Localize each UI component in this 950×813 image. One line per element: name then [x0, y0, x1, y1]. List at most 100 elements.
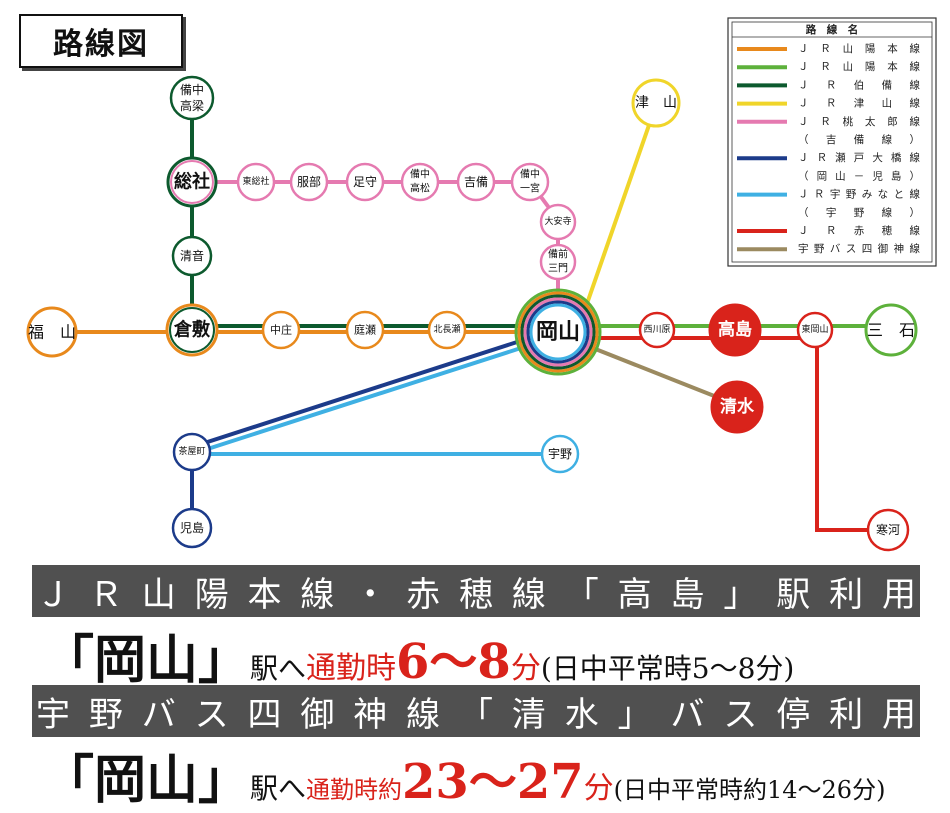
band-char: 水: [564, 694, 599, 735]
station-hattori: 服部: [289, 162, 329, 202]
band-char: 本: [247, 574, 282, 615]
station-label: 清音: [180, 248, 204, 263]
legend-label: （吉備線）: [798, 133, 920, 146]
legend: 路 線 名 ＪＲ山陽本線ＪＲ山陽本線ＪＲ伯備線ＪＲ津山線ＪＲ桃太郎線（吉備線）Ｊ…: [727, 17, 937, 267]
station-label: 東総社: [242, 175, 269, 187]
station-chayamachi: 茶屋町: [172, 432, 212, 472]
normal-time: (日中平常時5〜8分): [540, 652, 795, 685]
station-uno: 宇野: [540, 434, 580, 474]
station-takashima: 高島: [708, 303, 762, 357]
station-label: 中庄: [270, 323, 292, 337]
commute-time: 6〜8: [396, 634, 511, 690]
legend-label: ＪＲ伯備線: [798, 78, 921, 91]
station-label: 宇野: [548, 447, 572, 461]
station-label: 高松: [410, 182, 430, 195]
map-title: 路線図: [19, 14, 183, 68]
station-higashi-soja: 東総社: [236, 162, 276, 202]
station-bitchu-takamatsu: 備中 高松: [400, 162, 440, 202]
band-char: 」: [617, 694, 652, 735]
band-char: 利: [829, 574, 864, 615]
destination-station: 「岡山」: [42, 630, 251, 691]
station-label: 三 石: [867, 321, 915, 340]
band-char: 停: [776, 694, 811, 735]
station-bizen-mikado: 備前 三門: [539, 243, 577, 281]
station-daianji: 大安寺: [539, 203, 577, 241]
to-label: 駅へ: [250, 772, 307, 805]
station-kibi: 吉備: [456, 162, 496, 202]
band-char: 線: [300, 574, 335, 615]
station-label: 倉敷: [173, 319, 211, 341]
station-bitchu-takahashi: 備中 高梁: [169, 75, 215, 121]
station-nakasho: 中庄: [261, 310, 301, 350]
station-label: 総社: [174, 171, 210, 193]
band-char: 清: [511, 694, 546, 735]
access-info-shimizu: 「岡山」駅へ通勤時約23〜27分(日中平常時約14〜26分): [42, 738, 922, 811]
band-char: バ: [141, 694, 176, 735]
station-label: 備前: [548, 248, 568, 261]
band-char: バ: [670, 694, 705, 735]
station-mitsuishi: 三 石: [864, 303, 918, 357]
station-label: 備中: [520, 168, 540, 181]
band-char: 四: [247, 694, 282, 735]
station-label: 高梁: [180, 98, 204, 113]
band-char: ス: [194, 694, 229, 735]
commute-unit: 分: [583, 771, 614, 806]
station-okayama: 岡山: [536, 319, 580, 345]
station-label: 茶屋町: [178, 445, 205, 457]
band-char: 利: [829, 694, 864, 735]
band-char: 駅: [776, 574, 811, 615]
station-bitchu-ichinomiya: 備中 一宮: [510, 162, 550, 202]
station-label: 大安寺: [544, 215, 571, 227]
band-char: ・: [353, 574, 388, 615]
station-kurashiki: 倉敷: [165, 303, 219, 357]
station-label: 清水: [720, 396, 755, 417]
station-label: 寒河: [876, 522, 900, 537]
commute-time: 23〜27: [402, 754, 584, 810]
legend-label: （宇野線）: [798, 206, 920, 219]
station-ashimori: 足守: [345, 162, 385, 202]
station-label: 三門: [548, 263, 568, 275]
band-char: 「: [459, 694, 493, 735]
band-char: 線: [511, 574, 546, 615]
band-char: 用: [882, 574, 916, 615]
band-char: 用: [882, 694, 916, 735]
legend-label: ＪＲ赤穂線: [798, 224, 921, 237]
station-nishigawara: 西川原: [638, 311, 676, 349]
band-char: 神: [353, 694, 388, 735]
momotaro-line: [192, 180, 560, 326]
band-char: 島: [670, 574, 705, 615]
station-kanga: 寒河: [866, 508, 910, 552]
access-band-shimizu: 宇野バス四御神線「清水」バス停利用: [32, 685, 920, 737]
station-label: 東岡山: [801, 323, 828, 335]
station-label: 児島: [180, 520, 204, 535]
normal-time: (日中平常時約14〜26分): [613, 776, 886, 804]
band-char: 山: [141, 574, 176, 615]
station-label: 服部: [297, 174, 321, 189]
band-char: 陽: [194, 574, 229, 615]
station-label: 高島: [718, 319, 752, 340]
commute-unit: 分: [510, 651, 541, 686]
commute-label: 通勤時約: [306, 776, 403, 804]
band-char: 高: [617, 574, 652, 615]
station-fukuyama: 福 山: [26, 306, 78, 358]
station-label: 吉備: [464, 174, 488, 189]
band-char: Ｒ: [88, 574, 123, 615]
station-label: 北長瀬: [433, 323, 460, 335]
station-kojima: 児島: [171, 507, 213, 549]
to-label: 駅へ: [250, 652, 307, 685]
station-niwase: 庭瀬: [345, 310, 385, 350]
destination-station: 「岡山」: [42, 750, 251, 811]
band-char: 御: [300, 694, 335, 735]
station-label: 福 山: [28, 323, 76, 342]
okayama-hub: [514, 288, 602, 376]
commute-label: 通勤時: [306, 651, 397, 686]
access-info-takashima: 「岡山」駅へ通勤時6〜8分(日中平常時5〜8分): [42, 618, 922, 691]
seto-ohashi-line: [191, 330, 549, 449]
legend-header: 路 線 名: [806, 23, 859, 36]
station-label: 備中: [180, 82, 204, 97]
band-char: Ｊ: [36, 574, 70, 615]
station-label: 津 山: [635, 95, 677, 111]
band-char: 」: [723, 574, 758, 615]
stations: 備中 高梁 総社 清音 福 山 倉敷 中庄 庭瀬: [26, 75, 918, 552]
